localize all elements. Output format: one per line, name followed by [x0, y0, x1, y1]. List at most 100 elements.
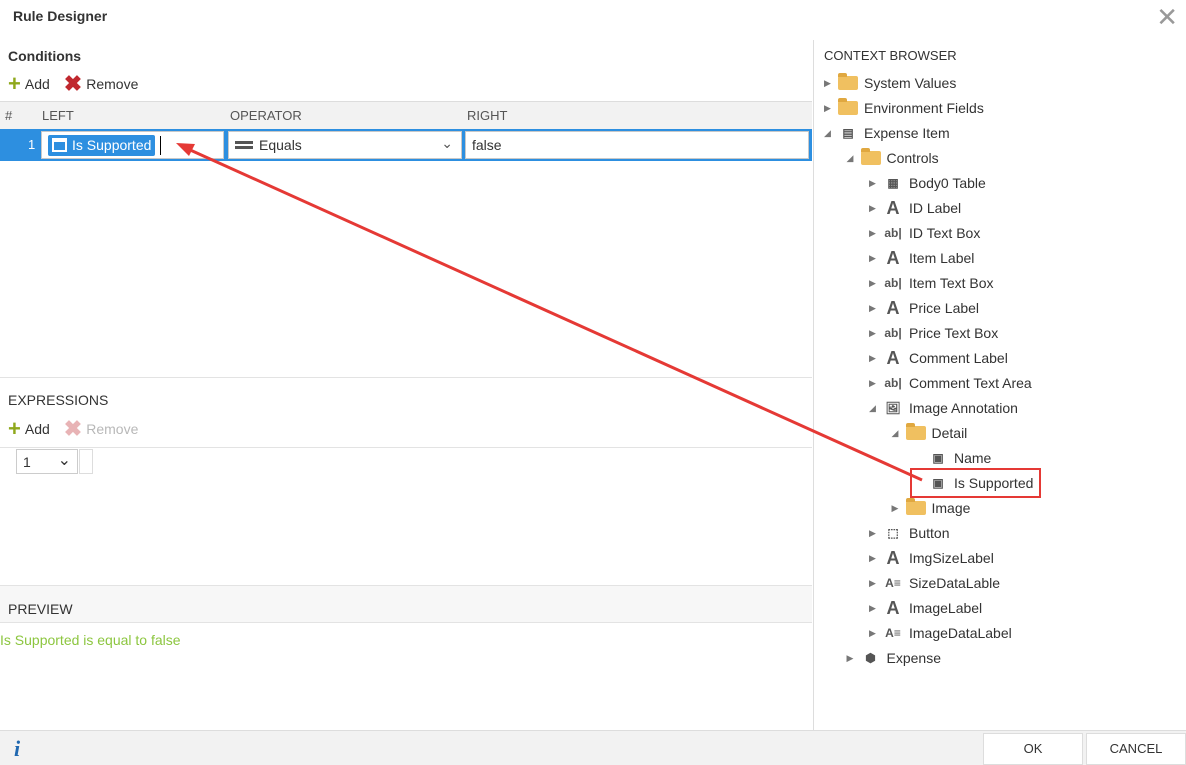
expand-icon[interactable]: ▶: [869, 352, 876, 363]
tree-item[interactable]: ▶A≡ImageDataLabel: [869, 622, 1012, 644]
expand-icon[interactable]: ▶: [869, 177, 876, 188]
conditions-heading: Conditions: [8, 48, 82, 64]
remove-expression-button[interactable]: ✖Remove: [64, 418, 139, 440]
cancel-button[interactable]: CANCEL: [1086, 733, 1186, 765]
tree-item-label: ImageLabel: [909, 600, 983, 616]
expand-icon[interactable]: ▶: [869, 577, 876, 588]
tree-item[interactable]: ◢Controls: [847, 147, 939, 169]
left-operand-token[interactable]: Is Supported: [48, 135, 156, 156]
tree-item[interactable]: ▶ab|Price Text Box: [869, 322, 998, 344]
tree-item[interactable]: ▶ A ImageLabel: [869, 597, 982, 619]
label-icon: A: [886, 247, 900, 268]
collapse-icon[interactable]: ◢: [891, 427, 899, 438]
preview-heading: PREVIEW: [8, 601, 73, 617]
folder-icon: [838, 73, 858, 90]
tree-item-label: Image: [931, 500, 971, 516]
tree-item-label: Is Supported: [954, 475, 1034, 491]
remove-condition-button[interactable]: ✖Remove: [64, 73, 139, 95]
expand-icon[interactable]: ▶: [869, 377, 876, 388]
tree-item-label: Comment Label: [909, 350, 1008, 366]
tree-item[interactable]: ◢▤Expense Item: [824, 122, 950, 144]
tree-item-label: Image Annotation: [909, 400, 1018, 416]
conditions-panel: Conditions +Add ✖Remove # LEFT OPERATOR …: [0, 40, 814, 730]
textbox-icon: ab|: [884, 376, 902, 390]
expand-icon[interactable]: ▶: [869, 302, 876, 313]
tree-item-label: ImageDataLabel: [909, 625, 1012, 641]
preview-text: Is Supported is equal to false: [0, 632, 181, 648]
textbox-icon: ab|: [884, 226, 902, 240]
operator-select[interactable]: Equals ⌄: [228, 131, 462, 159]
expand-icon[interactable]: ▶: [846, 652, 854, 663]
tree-item[interactable]: ▶System Values: [824, 72, 956, 94]
tree-item-label: Item Label: [909, 250, 975, 266]
expand-icon[interactable]: ▶: [869, 252, 876, 263]
right-operand-field[interactable]: false: [465, 131, 809, 159]
expand-icon[interactable]: ▶: [869, 552, 876, 563]
smartobject-icon: ⬢: [865, 651, 876, 665]
tree-item[interactable]: ▶ Image: [891, 497, 971, 519]
expand-icon[interactable]: ▶: [824, 102, 831, 113]
add-expression-button[interactable]: +Add: [8, 418, 50, 440]
tree-item[interactable]: ▶ab|ID Text Box: [869, 222, 980, 244]
tree-item[interactable]: ▶ A Item Label: [869, 247, 974, 269]
tree-item[interactable]: ◢🖼Image Annotation: [869, 397, 1018, 419]
add-condition-button[interactable]: +Add: [8, 71, 50, 96]
tree-item-label: Item Text Box: [909, 275, 994, 291]
collapse-icon[interactable]: ◢: [824, 127, 831, 138]
label-icon: A: [886, 597, 900, 618]
tree-item[interactable]: ▶▦Body0 Table: [869, 172, 986, 194]
condition-row[interactable]: 1 Is Supported Equals ⌄ false: [0, 129, 812, 161]
tree-item[interactable]: ▶Environment Fields: [824, 97, 984, 119]
expression-select[interactable]: 1 ⌄: [16, 449, 78, 474]
collapse-icon[interactable]: ◢: [846, 152, 854, 163]
tree-item[interactable]: ▶ ab| Comment Text Area: [869, 372, 1032, 394]
tree-item[interactable]: ◢ Detail: [891, 422, 968, 444]
tree-item[interactable]: ▶A≡SizeDataLable: [869, 572, 1000, 594]
textbox-icon: ab|: [884, 326, 902, 340]
tree-item-label: Button: [909, 525, 950, 541]
label-icon: A: [886, 297, 900, 318]
property-icon: ▣: [932, 476, 944, 490]
label-icon: A: [886, 197, 900, 218]
expand-icon[interactable]: ▶: [869, 327, 876, 338]
tree-item[interactable]: ▶⬚Button: [869, 522, 949, 544]
right-operand-value: false: [472, 137, 502, 153]
expand-icon[interactable]: ▶: [869, 602, 876, 613]
ok-button[interactable]: OK: [983, 733, 1083, 765]
expression-select-value: 1: [23, 454, 31, 470]
data-label-icon: A≡: [885, 576, 901, 590]
plus-icon: +: [8, 71, 21, 96]
tree-item[interactable]: ▶ A ID Label: [869, 197, 961, 219]
remove-label: Remove: [86, 76, 139, 92]
tree-item[interactable]: ▶ ⬢ Expense: [847, 647, 941, 669]
expand-icon[interactable]: ▶: [869, 527, 876, 538]
add-label: Add: [24, 421, 50, 437]
expressions-heading: EXPRESSIONS: [8, 392, 109, 408]
tree-item-label: Comment Text Area: [909, 375, 1032, 391]
expand-icon[interactable]: ▶: [891, 502, 899, 513]
expand-icon[interactable]: ▶: [869, 202, 876, 213]
expand-icon[interactable]: ▶: [869, 627, 876, 638]
info-icon[interactable]: i: [14, 736, 21, 761]
equals-icon: [235, 141, 253, 149]
expand-icon[interactable]: ▶: [869, 277, 876, 288]
operator-value: Equals: [259, 137, 302, 153]
collapse-icon[interactable]: ◢: [869, 402, 876, 413]
tree-item[interactable]: ▣Name: [914, 447, 991, 469]
expand-icon[interactable]: ▶: [824, 77, 831, 88]
text-cursor: [160, 136, 161, 155]
tree-item-label: ID Label: [909, 200, 962, 216]
tree-item[interactable]: ▣ Is Supported: [909, 468, 1042, 498]
expand-icon[interactable]: ▶: [869, 227, 876, 238]
tree-item[interactable]: ▶ab|Item Text Box: [869, 272, 994, 294]
col-right: RIGHT: [467, 108, 508, 123]
tree-item-label: Expense: [886, 650, 941, 666]
tree-item-label: Detail: [931, 425, 968, 441]
expression-nav-button[interactable]: [79, 449, 93, 474]
close-icon[interactable]: ✕: [1156, 2, 1178, 32]
left-operand-label: Is Supported: [72, 137, 152, 153]
